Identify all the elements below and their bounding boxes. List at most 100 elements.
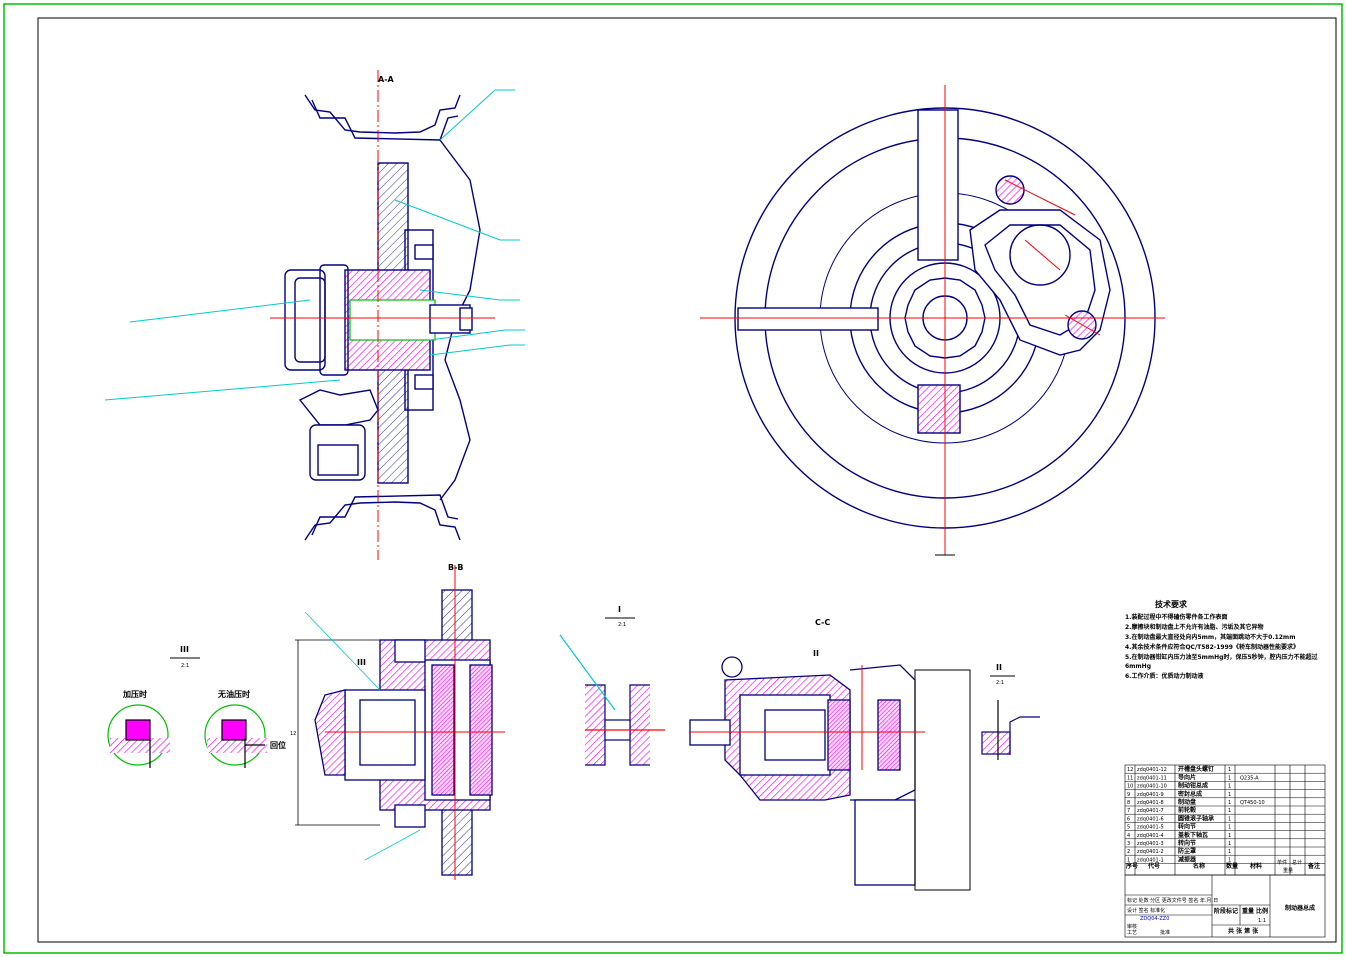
detail-marker-ii-c: II (813, 649, 819, 658)
parts-row-name: 制动钳总成 (1178, 782, 1208, 790)
detail-marker-iii-b: III (357, 658, 366, 667)
parts-row-qty: 1 (1228, 833, 1231, 839)
parts-row-no: 7 (1127, 808, 1130, 814)
parts-row-qty: 1 (1228, 849, 1231, 855)
sheet-label: 共 张 第 张 (1228, 927, 1259, 935)
notes-title: 技术要求 (1155, 599, 1188, 609)
parts-row-no: 1 (1127, 857, 1130, 863)
section-c-c (689, 656, 971, 891)
view-a-a-wheel-section (284, 94, 481, 541)
note-5: 5.在制动器钳缸内压力油至5mmHg时，保压5秒钟，腔内压力不能超过 (1125, 653, 1318, 661)
detail-scale-ii: 2:1 (996, 680, 1004, 686)
scale-value: 1:1 (1258, 918, 1266, 924)
parts-header-weight: 重量 (1283, 867, 1293, 874)
parts-row-name: 导向片 (1178, 773, 1196, 781)
leaders-a-a (104, 89, 525, 401)
parts-row-qty: 1 (1228, 775, 1231, 781)
detail-ii-view (981, 700, 1040, 760)
parts-row-name: 前轮毂 (1178, 806, 1196, 814)
drawing-number: ZDQ04-ZZ0 (1140, 916, 1169, 922)
parts-row-no: 2 (1127, 849, 1130, 855)
parts-row-qty: 1 (1228, 784, 1231, 790)
parts-row-name: 开槽盘头螺钉 (1178, 765, 1214, 773)
parts-row-name: 密封总成 (1178, 790, 1202, 798)
parts-row-no: 5 (1127, 825, 1130, 831)
parts-row-code: zdq0401-11 (1137, 775, 1167, 781)
parts-row-code: zdq0401-12 (1137, 767, 1167, 773)
scale-label: 比例 (1256, 907, 1268, 915)
title-block-text: 标记 处数 分区 更改文件号 签名 年.月.日 设计 签名 标准化 ZDQ04-… (1127, 897, 1315, 936)
title-block (1124, 874, 1326, 938)
parts-row-no: 8 (1127, 800, 1130, 806)
detail-scale-iii: 2:1 (181, 663, 189, 669)
parts-row-qty: 1 (1228, 792, 1231, 798)
parts-row-no: 12 (1127, 767, 1133, 773)
section-label-a: A-A (378, 75, 395, 84)
state-label-no-pressure: 无油压时 (217, 689, 250, 699)
parts-row-code: zdq0401-9 (1137, 792, 1164, 798)
review-label: 审核 (1127, 923, 1137, 930)
parts-list-header: 序号 代号 名称 数量 材料 单件 总计 重量 备注 (1125, 859, 1320, 874)
parts-row-no: 10 (1127, 784, 1133, 790)
sheet-border (3, 3, 1343, 954)
note-2: 2.摩擦块和制动盘上不允许有油脂、污垢及其它异物 (1125, 623, 1263, 631)
parts-row-qty: 1 (1228, 841, 1231, 847)
detail-i-view (559, 634, 665, 766)
title-sign-row2: 设计 签名 标准化 (1127, 907, 1165, 914)
title-sign-row1: 标记 处数 分区 更改文件号 签名 年.月.日 (1127, 897, 1218, 904)
parts-row-name: 转向节 (1178, 839, 1196, 847)
parts-row-code: zdq0401-2 (1137, 849, 1164, 855)
parts-row-qty: 1 (1228, 800, 1231, 806)
note-4: 4.其余技术条件应符合QC/T582-1999《轿车制动器性能要求》 (1125, 643, 1299, 651)
parts-row-material: QT450-10 (1240, 800, 1265, 806)
parts-row-name: 圆锥滚子轴承 (1178, 814, 1214, 822)
stage-label: 阶段标记 (1214, 907, 1238, 915)
parts-row-code: zdq0401-10 (1137, 784, 1167, 790)
parts-row-no: 6 (1127, 816, 1130, 822)
parts-row-material: Q235-A (1240, 775, 1259, 781)
detail-iii-circles (107, 704, 267, 768)
parts-header-name: 名称 (1193, 862, 1205, 870)
weight-label: 重量 (1242, 907, 1254, 915)
parts-header-unit: 单件 (1277, 859, 1287, 866)
return-label: 回位 (270, 740, 286, 750)
parts-row-code: zdq0401-7 (1137, 808, 1164, 814)
detail-title-ii: II (996, 663, 1002, 672)
parts-row-name: 减振器 (1178, 855, 1197, 863)
parts-header-qty: 数量 (1226, 862, 1238, 870)
parts-row-no: 4 (1127, 833, 1130, 839)
dimension-text: 12 (290, 731, 296, 737)
parts-row-code: zdq0401-4 (1137, 833, 1164, 839)
parts-header-remark: 备注 (1307, 862, 1320, 870)
parts-row-code: zdq0401-5 (1137, 825, 1164, 831)
parts-row-name: 防尘罩 (1178, 847, 1196, 855)
state-label-pressurized: 加压时 (122, 689, 147, 699)
detail-scale-i: 2:1 (618, 622, 626, 628)
note-6: 6.工作介质：优质动力制动液 (1125, 672, 1204, 680)
note-3: 3.在制动盘最大直径处向内5mm，其端面跳动不大于0.12mm (1125, 633, 1295, 641)
parts-row-no: 3 (1127, 841, 1130, 847)
parts-row-code: zdq0401-8 (1137, 800, 1164, 806)
center-lines-b-b (325, 565, 505, 880)
section-label-c: C-C (815, 618, 830, 627)
section-label-b: B-B (448, 563, 464, 572)
parts-row-qty: 1 (1228, 816, 1231, 822)
dimension-b-b (295, 611, 421, 861)
parts-row-qty: 1 (1228, 767, 1231, 773)
parts-row-qty: 1 (1228, 808, 1231, 814)
center-lines-a-a (270, 70, 495, 560)
parts-row-name: 转向节 (1178, 823, 1196, 831)
parts-row-no: 11 (1127, 775, 1133, 781)
parts-row-code: zdq0401-3 (1137, 841, 1164, 847)
section-b-b (314, 589, 493, 876)
parts-row-no: 9 (1127, 792, 1130, 798)
parts-header-no: 序号 (1125, 862, 1138, 870)
parts-row-name: 制动盘 (1178, 798, 1196, 806)
parts-row-qty: 1 (1228, 825, 1231, 831)
center-lines-c-c (690, 665, 925, 770)
detail-title-iii: III (180, 645, 189, 654)
parts-header-total: 总计 (1292, 859, 1302, 866)
note-1: 1.装配过程中不得磕伤零件各工作表面 (1125, 613, 1227, 621)
